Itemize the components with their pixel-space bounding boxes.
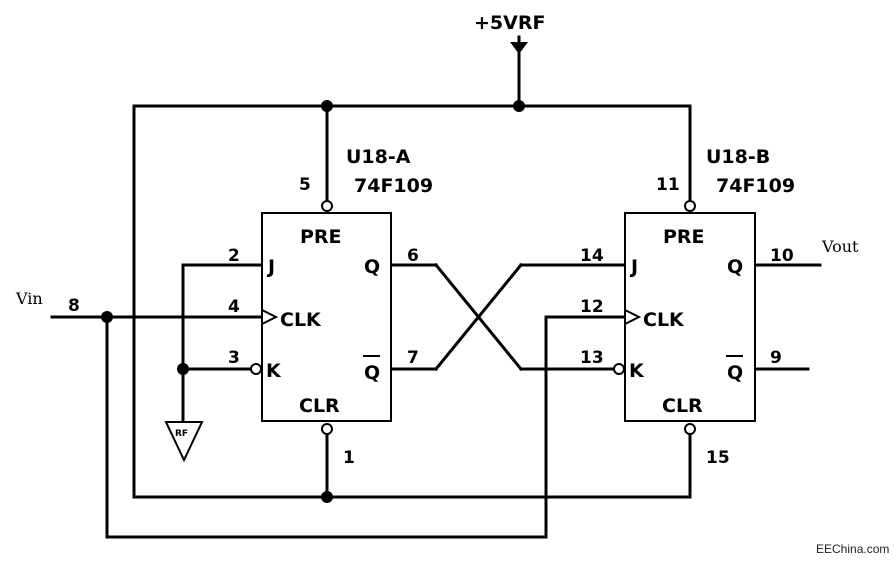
rf-ground-icon — [164, 421, 204, 463]
ff-a-qbar-label: Q — [364, 362, 380, 384]
power-arrow-icon — [510, 35, 528, 108]
pin-a-k: 3 — [228, 348, 240, 368]
clr-a-bubble-icon — [321, 423, 333, 435]
ff-b-pre-label: PRE — [663, 226, 705, 248]
pin-a-qbar: 7 — [407, 348, 419, 368]
k-b-bubble-icon — [613, 363, 625, 375]
ff-a-clk-label: CLK — [280, 309, 322, 331]
ff-b-j-label: J — [629, 256, 638, 278]
ff-b-body — [624, 212, 756, 422]
pin-a-clk: 4 — [228, 297, 240, 317]
watermark: EEChina.com — [816, 542, 889, 556]
chip-b-ref: U18-B — [706, 146, 770, 168]
clk-b-triangle-icon — [624, 309, 642, 325]
pin-b-q: 10 — [770, 246, 794, 266]
pin-b-j: 14 — [580, 246, 604, 266]
wires — [50, 104, 822, 539]
chip-a-part: 74F109 — [354, 175, 433, 197]
flip-flop-u18b — [613, 200, 756, 435]
ff-a-q-label: Q — [364, 256, 380, 278]
pin-b-k: 13 — [580, 348, 604, 368]
ff-a-j-label: J — [266, 256, 275, 278]
ff-b-k-label: K — [629, 360, 645, 382]
ff-a-k-label: K — [266, 360, 282, 382]
pre-b-bubble-icon — [684, 200, 696, 212]
pin-b-clk: 12 — [580, 297, 604, 317]
chip-b-part: 74F109 — [716, 175, 795, 197]
pin-a-j: 2 — [228, 246, 240, 266]
chip-a-ref: U18-A — [346, 146, 411, 168]
pin-a-q: 6 — [407, 246, 419, 266]
ff-a-clr-label: CLR — [299, 395, 340, 417]
power-label: +5VRF — [474, 12, 545, 34]
clk-a-triangle-icon — [261, 309, 279, 325]
pin-b-pre: 11 — [656, 175, 680, 195]
pin-a-pre: 5 — [299, 175, 311, 195]
flip-flop-u18a — [250, 200, 392, 435]
ff-b-qbar-label: Q — [727, 362, 743, 384]
k-a-bubble-icon — [250, 363, 262, 375]
pin-b-clr: 15 — [706, 448, 730, 468]
pin-b-qbar: 9 — [770, 348, 782, 368]
ff-a-body — [261, 212, 392, 422]
ground-label: RF — [175, 429, 188, 439]
pin-a-clr: 1 — [343, 448, 355, 468]
pre-a-bubble-icon — [321, 200, 333, 212]
ff-b-clr-label: CLR — [662, 395, 703, 417]
ff-b-clk-label: CLK — [643, 309, 685, 331]
clr-b-bubble-icon — [684, 423, 696, 435]
vout-label: Vout — [821, 237, 859, 256]
vin-pin-label: 8 — [68, 296, 80, 316]
ff-b-q-label: Q — [727, 256, 743, 278]
junction-dots — [101, 100, 525, 503]
ff-a-pre-label: PRE — [300, 226, 342, 248]
vin-label: Vin — [15, 289, 43, 308]
